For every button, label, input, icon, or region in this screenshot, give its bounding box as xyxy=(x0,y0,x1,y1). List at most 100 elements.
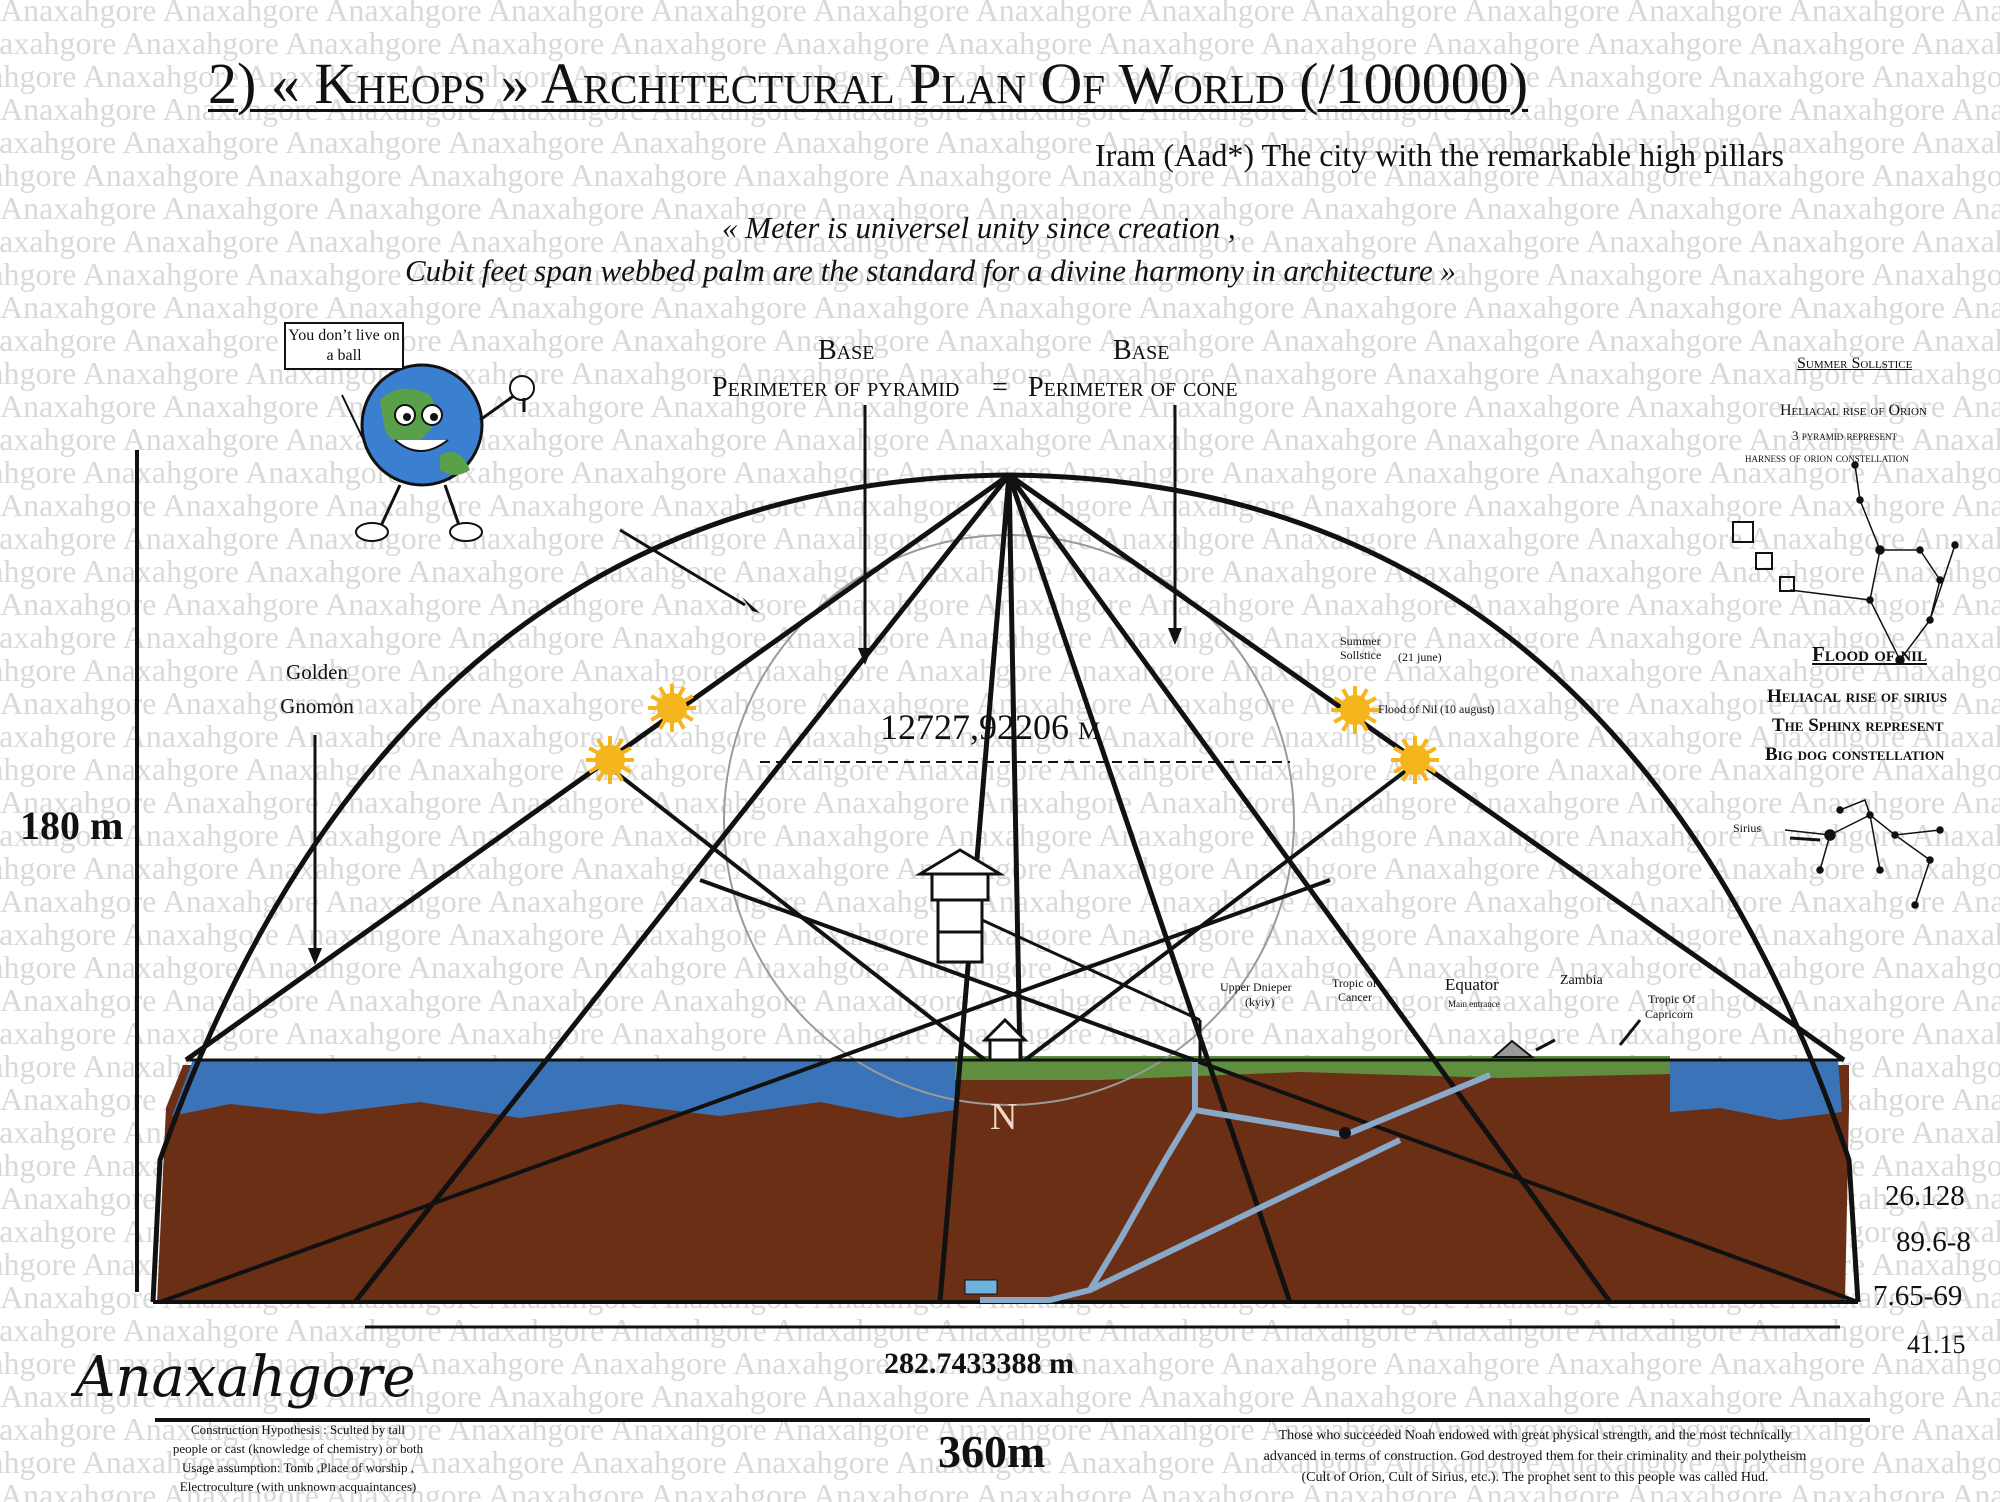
tunnel-junction xyxy=(1339,1127,1351,1139)
angle-value-3: 7.65-69 xyxy=(1873,1280,1963,1312)
watermark-row: Anaxahgore Anaxahgore Anaxahgore Anaxahg… xyxy=(0,685,2000,721)
base-left-label: Perimeter of pyramid xyxy=(712,372,960,403)
base-right-label: Perimeter of cone xyxy=(1028,372,1238,403)
center-measure-label: 12727,92206 m xyxy=(880,707,1101,747)
flood-of-nil-label: Flood of Nil xyxy=(1378,702,1438,716)
quote-line-1: « Meter is universel unity since creatio… xyxy=(722,210,1236,245)
equals-sign: = xyxy=(992,372,1008,403)
north-label: N xyxy=(990,1096,1018,1138)
watermark-row: Anaxahgore Anaxahgore Anaxahgore Anaxahg… xyxy=(0,1378,2000,1414)
main-entrance-pyramid xyxy=(1491,1039,1535,1058)
sun-icon xyxy=(1391,736,1439,784)
underground-earth xyxy=(157,1065,1849,1302)
watermark-row: Anaxahgore Anaxahgore Anaxahgore Anaxahg… xyxy=(0,1312,2000,1348)
flood-of-nil-date: (10 august) xyxy=(1440,702,1495,716)
orion-constellation xyxy=(1789,461,1959,665)
watermark-row: Anaxahgore Anaxahgore Anaxahgore Anaxahg… xyxy=(0,421,2000,457)
construction-note-line-4: Electroculture (with unknown acquaintanc… xyxy=(179,1479,417,1494)
watermark-row: Anaxahgore Anaxahgore Anaxahgore Anaxahg… xyxy=(0,124,2000,160)
construction-note-line-2: people or cast (knowledge of chemistry) … xyxy=(172,1441,424,1456)
base-left-word: Base xyxy=(818,335,875,366)
watermark-row: Anaxahgore Anaxahgore Anaxahgore Anaxahg… xyxy=(0,1411,2000,1447)
watermark-row: Anaxahgore Anaxahgore Anaxahgore Anaxahg… xyxy=(0,1477,2000,1502)
page-subtitle: Iram (Aad*) The city with the remarkable… xyxy=(1095,137,1784,173)
sirius-rise-line: Heliacal rise of sirius xyxy=(1767,686,1948,707)
watermark-row: Anaxahgore Anaxahgore Anaxahgore Anaxahg… xyxy=(0,817,2000,853)
cone-circle xyxy=(723,534,1295,1106)
watermark-row: Anaxahgore Anaxahgore Anaxahgore Anaxahg… xyxy=(0,190,2000,226)
equator-label: Equator xyxy=(1445,975,1499,994)
watermark-row: Anaxahgore Anaxahgore Anaxahgore Anaxahg… xyxy=(0,91,2000,127)
sun-icon xyxy=(648,684,696,732)
tropic-cancer-label-1: Tropic of xyxy=(1332,976,1377,990)
angle-value-4: 41.15 xyxy=(1907,1330,1966,1359)
summer-solstice-label: Summer Sollstice xyxy=(1340,634,1382,662)
watermark-row: Anaxahgore Anaxahgore Anaxahgore Anaxahg… xyxy=(0,58,2000,94)
watermark-row: Anaxahgore Anaxahgore Anaxahgore Anaxahg… xyxy=(0,1444,2000,1480)
construction-note-line-3: Usage assumption: Tomb ,Place of worship… xyxy=(181,1460,415,1475)
kyiv-label: (kyiv) xyxy=(1245,995,1275,1009)
golden-gnomon-label: Golden Gnomon xyxy=(280,660,354,718)
watermark-row: Anaxahgore Anaxahgore Anaxahgore Anaxahg… xyxy=(0,157,2000,193)
watermark-row: Anaxahgore Anaxahgore Anaxahgore Anaxahg… xyxy=(0,256,2000,292)
watermark-row: Anaxahgore Anaxahgore Anaxahgore Anaxahg… xyxy=(0,652,2000,688)
watermark-row: Anaxahgore Anaxahgore Anaxahgore Anaxahg… xyxy=(0,883,2000,919)
base-measure-label: 282.7433388 m xyxy=(884,1347,1074,1380)
height-label: 180 m xyxy=(20,803,124,848)
watermark-row: Anaxahgore Anaxahgore Anaxahgore Anaxahg… xyxy=(0,850,2000,886)
watermark-row: Anaxahgore Anaxahgore Anaxahgore Anaxahg… xyxy=(0,0,2000,28)
big-dog-line: Big dog constellation xyxy=(1765,744,1945,765)
watermark-row: Anaxahgore Anaxahgore Anaxahgore Anaxahg… xyxy=(0,289,2000,325)
noah-note-line-3: (Cult of Orion, Cult of Sirius, etc.). T… xyxy=(1301,1470,1769,1485)
main-entrance-label: Main entrance xyxy=(1448,999,1500,1009)
angle-value-1: 26.128 xyxy=(1885,1180,1965,1212)
big-dog-constellation xyxy=(1784,799,1944,909)
sphinx-line: The Sphinx represent xyxy=(1772,715,1944,736)
suns-group xyxy=(586,684,1439,784)
watermark-row: Anaxahgore Anaxahgore Anaxahgore Anaxahg… xyxy=(0,487,2000,523)
tropic-cancer-label-2: Cancer xyxy=(1338,990,1372,1004)
noah-note: Those who succeeded Noah endowed with gr… xyxy=(1185,1425,1885,1488)
noah-note-line-2: advanced in terms of construction. God d… xyxy=(1263,1449,1807,1464)
watermark-row: Anaxahgore Anaxahgore Anaxahgore Anaxahg… xyxy=(0,619,2000,655)
summer-solstice-heading: Summer Sollstice xyxy=(1797,355,1913,372)
speech-bubble: You don’t live on a ball xyxy=(284,322,404,370)
tower-structure xyxy=(914,848,1202,1062)
tropic-capricorn-label-2: Capricorn xyxy=(1645,1007,1693,1021)
orion-rise-line: Heliacal rise of Orion xyxy=(1780,402,1927,419)
tropic-capricorn-label-1: Tropic Of xyxy=(1648,992,1696,1006)
upper-dnieper-label: Upper Dnieper xyxy=(1220,980,1292,994)
sun-icon xyxy=(1331,686,1379,734)
summer-solstice-date: (21 june) xyxy=(1398,650,1442,664)
sea-left xyxy=(172,1060,955,1118)
construction-note-line-1: Construction Hypothesis : Sculted by tal… xyxy=(190,1422,406,1437)
flat-earth-mascot xyxy=(341,363,535,542)
underground-chamber xyxy=(964,1279,998,1295)
watermark-row: Anaxahgore Anaxahgore Anaxahgore Anaxahg… xyxy=(0,520,2000,556)
watermark-row: Anaxahgore Anaxahgore Anaxahgore Anaxahg… xyxy=(0,718,2000,754)
width-label: 360m xyxy=(938,1426,1046,1477)
watermark-row: Anaxahgore Anaxahgore Anaxahgore Anaxahg… xyxy=(0,223,2000,259)
arrow-heads xyxy=(308,597,1182,965)
watermark-row: Anaxahgore Anaxahgore Anaxahgore Anaxahg… xyxy=(0,25,2000,61)
watermark-row: Anaxahgore Anaxahgore Anaxahgore Anaxahg… xyxy=(0,388,2000,424)
watermark-row: Anaxahgore Anaxahgore Anaxahgore Anaxahg… xyxy=(0,751,2000,787)
brand-signature: Anaxahgore xyxy=(75,1345,416,1410)
angle-value-2: 89.6-8 xyxy=(1896,1226,1971,1258)
land-surface xyxy=(955,1056,1670,1080)
annotation-arrows xyxy=(313,405,1821,1052)
quote-line-2: Cubit feet span webbed palm are the stan… xyxy=(405,253,1456,288)
sea-right xyxy=(1670,1060,1842,1120)
three-pyramid-line: 3 pyramid represent xyxy=(1792,428,1898,443)
base-right-word: Base xyxy=(1113,335,1170,366)
sun-icon xyxy=(586,736,634,784)
watermark-row: Anaxahgore Anaxahgore Anaxahgore Anaxahg… xyxy=(0,1345,2000,1381)
flood-of-nil-heading: Flood of nil xyxy=(1812,642,1928,666)
zambia-label: Zambia xyxy=(1560,973,1603,988)
page-title: 2) « Kheops » Architectural Plan Of Worl… xyxy=(208,51,1529,116)
construction-note: Construction Hypothesis : Sculted by tal… xyxy=(148,1420,448,1496)
orion-harness-line: harness of orion constellation xyxy=(1745,450,1909,465)
three-pyramid-squares xyxy=(1732,521,1795,592)
sirius-star-label: Sirius xyxy=(1733,821,1762,835)
